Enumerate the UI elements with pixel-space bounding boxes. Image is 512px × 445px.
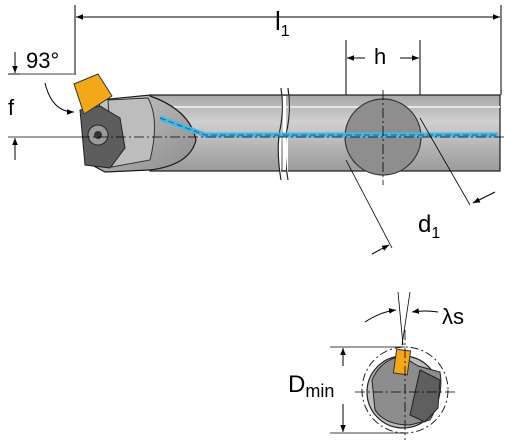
d1-arrow-left [371, 244, 390, 255]
lambda-arrow-right [411, 308, 439, 314]
f-dimension: f [8, 52, 80, 160]
lambda-arrow-left [364, 308, 397, 323]
angle-arc [44, 82, 75, 115]
angle-label: 93° [26, 48, 59, 73]
l1-label: l1 [275, 6, 290, 40]
dmin-dimension: Dmin [288, 346, 405, 434]
d1-dimension: d1 [345, 117, 496, 255]
end-view-clamp [409, 369, 441, 423]
dmin-label: Dmin [288, 371, 334, 401]
d1-ext-left [345, 159, 393, 249]
l1-dimension: l1 [74, 5, 502, 95]
boring-bar [73, 73, 505, 185]
d1-label: d1 [418, 211, 440, 242]
f-label: f [8, 95, 15, 120]
lambda-insert-line [401, 291, 411, 346]
end-view-insert [392, 348, 412, 376]
h-label: h [374, 44, 386, 69]
d1-arrow-right [472, 191, 496, 204]
d1-ext-right [419, 117, 471, 206]
end-view: λs [355, 291, 464, 440]
lambda-s-label: λs [442, 304, 464, 329]
angle-callout: 93° [8, 48, 75, 115]
lambda-ref-line [397, 291, 404, 346]
cutting-insert [73, 73, 113, 115]
